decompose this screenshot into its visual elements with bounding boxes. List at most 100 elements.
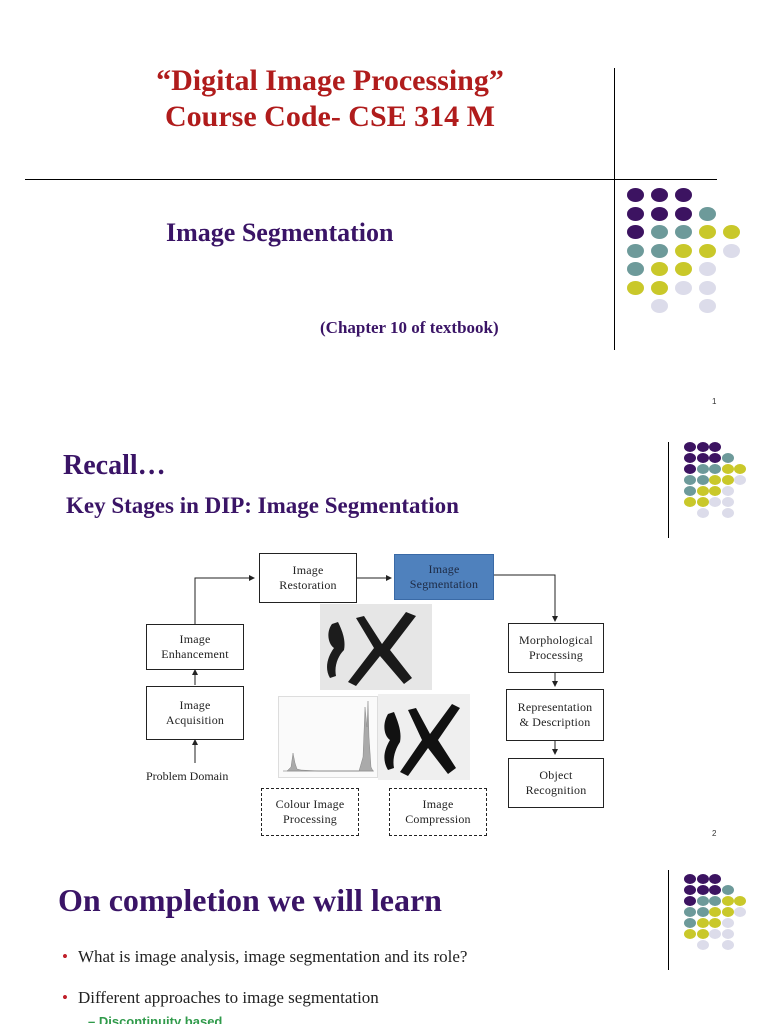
box-label: & Description <box>519 715 591 729</box>
decor-dot <box>734 475 746 485</box>
histogram-image <box>278 696 378 778</box>
box-label: Acquisition <box>165 713 225 727</box>
decor-dot <box>627 206 644 221</box>
box-label: Morphological <box>519 633 593 647</box>
decor-dot <box>627 225 644 239</box>
decor-dot <box>675 280 692 295</box>
box-image-acquisition: Image Acquisition <box>146 686 244 740</box>
decor-dot <box>696 907 709 917</box>
decor-dot <box>627 262 644 276</box>
decor-dot <box>684 486 696 496</box>
box-image-compression: Image Compression <box>389 788 487 836</box>
decor-dot <box>696 940 709 950</box>
decor-dot <box>696 442 709 452</box>
decor-dot <box>675 262 692 276</box>
decor-dot <box>709 464 721 474</box>
decor-dot <box>709 874 721 884</box>
bullet-item: • Different approaches to image segmentat… <box>62 988 379 1008</box>
bullet-marker: • <box>62 988 68 1007</box>
decor-dot <box>696 453 709 463</box>
stages-heading: Key Stages in DIP: Image Segmentation <box>66 493 459 518</box>
box-label: Image <box>428 562 460 576</box>
course-title: “Digital Image Processing” <box>156 64 504 97</box>
box-label: Image <box>179 632 211 646</box>
decor-dot <box>721 453 734 463</box>
decor-dot <box>696 918 709 928</box>
bullet-item: •What is image analysis, image segmentat… <box>62 947 467 967</box>
decor-dot <box>651 188 668 202</box>
decor-dot <box>699 299 716 313</box>
box-label: Processing <box>529 648 583 662</box>
connector-seg-morph <box>494 574 558 622</box>
decor-dot <box>699 225 716 239</box>
slide-2: Recall… Key Stages in DIP: Image Segment… <box>0 428 768 843</box>
slide-subtitle: Image Segmentation <box>166 218 394 247</box>
decor-dot <box>721 896 734 906</box>
decor-dot <box>651 225 668 239</box>
box-morphological-processing: Morphological Processing <box>508 623 604 673</box>
decor-dot <box>684 475 696 485</box>
decor-dot <box>651 206 668 221</box>
decor-dot <box>696 464 709 474</box>
decor-dot <box>696 874 709 884</box>
decor-dot <box>699 280 716 295</box>
decor-dot <box>723 225 740 239</box>
decor-dot <box>651 262 668 276</box>
vertical-rule <box>614 68 615 350</box>
decor-dot <box>709 475 721 485</box>
horizontal-rule <box>25 179 717 180</box>
decor-dot <box>675 188 692 202</box>
segmented-result-image <box>378 694 470 780</box>
decor-dot <box>684 442 696 452</box>
slide-1: “Digital Image Processing” Course Code- … <box>0 0 768 410</box>
decor-dot <box>709 486 721 496</box>
decor-dot <box>723 243 740 258</box>
sub-bullet-item: – Discontinuity based <box>88 1014 222 1024</box>
decor-dot <box>721 486 734 496</box>
segmentation-sample-image <box>320 604 432 690</box>
box-image-restoration: Image Restoration <box>259 553 357 603</box>
decor-dot <box>696 508 709 518</box>
decor-dot <box>684 453 696 463</box>
decor-dot <box>684 896 696 906</box>
box-label: Segmentation <box>409 577 479 591</box>
vertical-rule <box>668 442 669 538</box>
box-object-recognition: Object Recognition <box>508 758 604 808</box>
decor-dot <box>721 475 734 485</box>
connector-enh-rest <box>194 575 255 624</box>
page-number: 1 <box>712 397 717 406</box>
decor-dot <box>709 885 721 895</box>
box-image-segmentation: Image Segmentation <box>394 554 494 600</box>
decor-dot <box>721 940 734 950</box>
decor-dot <box>696 885 709 895</box>
decor-dot <box>684 918 696 928</box>
decor-dot <box>627 280 644 295</box>
decor-dot <box>627 243 644 258</box>
decor-dot <box>709 918 721 928</box>
decor-dot <box>684 497 696 507</box>
decor-dot <box>721 929 734 939</box>
decor-dot <box>684 929 696 939</box>
box-label: Colour Image <box>275 797 345 811</box>
bullet-text: Different approaches to image segmentati… <box>77 988 379 1007</box>
decor-dot <box>684 874 696 884</box>
decor-dot <box>734 464 746 474</box>
box-label: Enhancement <box>161 647 229 661</box>
course-code: Course Code- CSE 314 M <box>165 100 495 133</box>
decor-dot <box>675 243 692 258</box>
box-colour-image-processing: Colour Image Processing <box>261 788 359 836</box>
decor-dot <box>709 497 721 507</box>
box-label: Representation <box>517 700 593 714</box>
decor-dot <box>721 907 734 917</box>
vertical-rule <box>668 870 669 970</box>
decor-dot <box>651 243 668 258</box>
box-label: Object <box>539 768 573 782</box>
slide-3: On completion we will learn •What is ima… <box>0 862 768 1024</box>
decor-dot <box>734 907 746 917</box>
decor-dot <box>709 907 721 917</box>
decor-dot <box>696 486 709 496</box>
decor-dot <box>675 225 692 239</box>
decor-dot <box>651 299 668 313</box>
box-label: Processing <box>283 812 337 826</box>
decor-dot <box>699 243 716 258</box>
